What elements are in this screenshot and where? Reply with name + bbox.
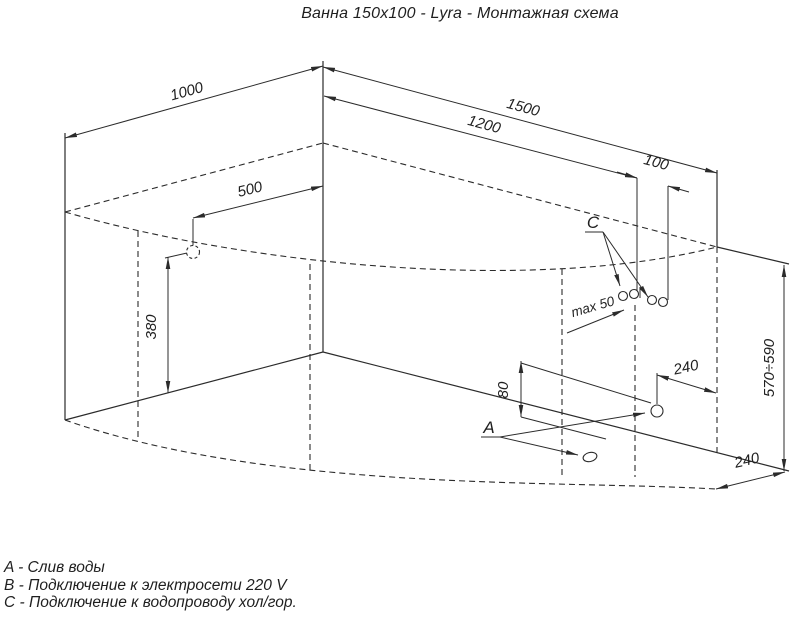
- drain-side-circle: [650, 404, 664, 418]
- dim-80-label: 80: [495, 381, 512, 398]
- ext-80-top: [520, 362, 652, 404]
- rim-front-curve: [64, 211, 718, 272]
- connection-b-circle: [185, 244, 201, 260]
- dim-240-upper-label: 240: [671, 357, 701, 379]
- page-title: Ванна 150x100 - Lyra - Монтажная схема: [301, 5, 619, 22]
- legend-item-c: C - Подключение к водопроводу хол/гор.: [4, 594, 297, 611]
- ext-380: [164, 252, 188, 259]
- rim-corner-extension: [716, 246, 790, 265]
- leader-c-1: [602, 231, 621, 287]
- rim-back-right-edge: [322, 142, 718, 248]
- floor-edge-left: [64, 351, 324, 421]
- leader-c-2: [602, 231, 649, 298]
- bathtub-outline-dashed: [64, 142, 718, 490]
- dim-570-590-label: 570÷590: [761, 338, 778, 397]
- connection-points: [185, 244, 669, 463]
- label-c: C: [587, 213, 600, 232]
- floor-edge-right: [322, 351, 790, 472]
- legend-item-b: B - Подключение к электросети 220 V: [4, 576, 287, 594]
- leader-lines: [481, 231, 649, 456]
- dim-1500-label: 1500: [505, 95, 542, 120]
- dim-240-lower-label: 240: [732, 449, 762, 472]
- legend: A - Слив воды B - Подключение к электрос…: [4, 559, 297, 612]
- legend-item-a: A - Слив воды: [4, 559, 105, 576]
- leader-a-2: [499, 436, 579, 456]
- structure-solid-lines: [64, 61, 790, 472]
- leader-a-1: [499, 412, 646, 438]
- dimension-lines: [64, 65, 787, 490]
- rim-back-left-edge: [64, 142, 324, 213]
- dim-1200-label: 1200: [466, 112, 503, 137]
- apron-bottom-curve: [64, 419, 717, 490]
- drain-floor-ellipse: [582, 451, 598, 463]
- label-a: A: [482, 418, 494, 437]
- dim-100-label: 100: [642, 151, 671, 174]
- ext-80-bottom: [520, 416, 607, 440]
- dim-500-label: 500: [236, 178, 265, 201]
- dim-380-label: 380: [143, 314, 160, 340]
